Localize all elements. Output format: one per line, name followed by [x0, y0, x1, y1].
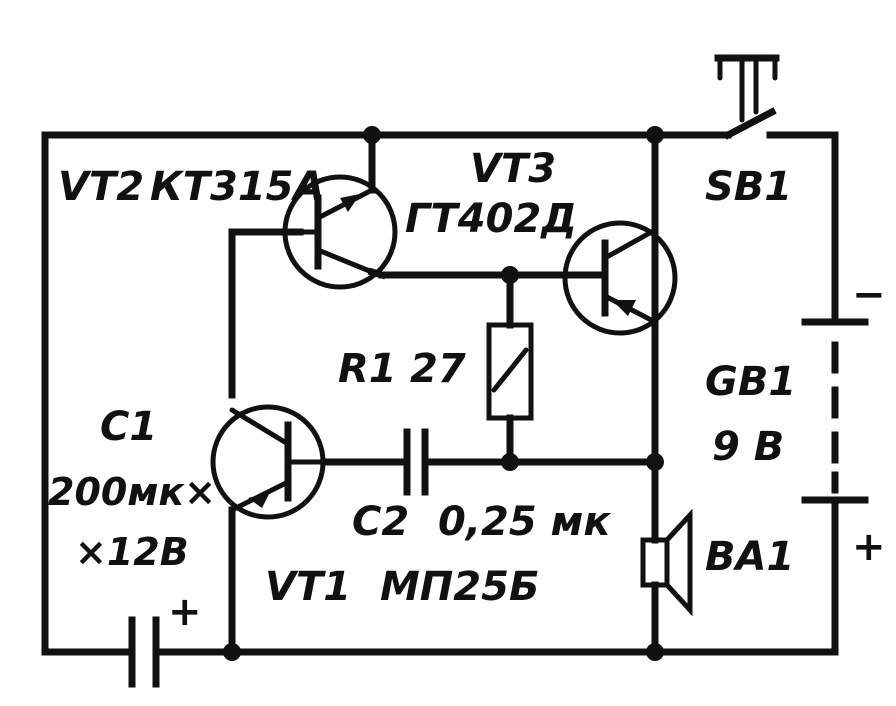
switch-sb1: [714, 54, 780, 140]
label-vt2-part: КТ315А: [150, 164, 324, 210]
junction-dot: [223, 643, 241, 661]
resistor-r1: [486, 322, 534, 421]
label-gb1-value: 9 В: [712, 424, 784, 470]
label-c1: C1: [100, 404, 157, 450]
label-sb1: SB1: [705, 164, 792, 210]
transistor-vt1: [210, 404, 328, 520]
vt2-arrow: [340, 194, 360, 212]
label-c2-value: 0,25 мк: [438, 499, 611, 545]
label-vt1: VT1: [265, 564, 351, 610]
vt2-emitter-lead: [315, 247, 375, 275]
junction-dot: [646, 126, 664, 144]
label-battery-plus: +: [852, 524, 886, 570]
capacitor-c2: [403, 428, 429, 496]
junction-dot: [363, 126, 381, 144]
speaker-cone: [664, 508, 693, 617]
junctions: [223, 126, 664, 661]
label-c1-value-1: 200мк×: [48, 470, 216, 514]
vt2-body: [282, 174, 398, 290]
transistor-vt2: [282, 174, 398, 290]
vt1-arrow: [248, 492, 270, 508]
vt1-collector-lead: [229, 407, 291, 447]
r1-body: [486, 322, 534, 421]
speaker-magnet: [640, 537, 670, 588]
label-vt1-part: МП25Б: [380, 564, 539, 610]
label-vt3-part: ГТ402Д: [405, 196, 577, 242]
label-c1-value-2: ×12В: [75, 530, 189, 574]
battery-gb1: [801, 318, 869, 504]
junction-dot: [646, 643, 664, 661]
junction-dot: [501, 266, 519, 284]
vt3-arrow: [612, 300, 636, 316]
label-r1: R1: [338, 346, 397, 392]
label-vt3: VT3: [470, 146, 556, 192]
switch-lever: [723, 107, 777, 140]
label-gb1: GB1: [705, 359, 796, 405]
vt3-body: [562, 220, 678, 336]
labels: VT2 КТ315А VT3 ГТ402Д SB1 R1 27 GB1 9 В …: [48, 146, 886, 635]
label-battery-minus: −: [852, 272, 886, 318]
label-c2: C2: [352, 499, 409, 545]
r1-slash: [491, 347, 529, 393]
label-vt2: VT2: [58, 164, 144, 210]
junction-dot: [646, 453, 664, 471]
transistor-vt3: [562, 220, 678, 336]
label-r1-value: 27: [410, 346, 466, 392]
junction-dot: [501, 453, 519, 471]
capacitor-c1: [128, 616, 160, 688]
vt3-collector-lead: [602, 227, 658, 261]
label-ba1: BA1: [705, 534, 794, 580]
speaker-ba1: [640, 508, 693, 617]
label-c1-plus: +: [168, 589, 202, 635]
